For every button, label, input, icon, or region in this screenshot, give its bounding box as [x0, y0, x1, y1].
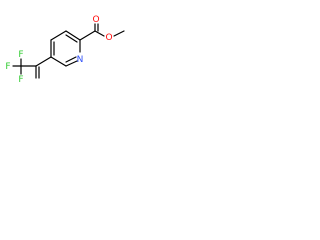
atom-f-left: F — [5, 62, 10, 72]
bond-ring-c3-c2-inner — [65, 34, 78, 43]
bond-ring-n-c6-inner — [65, 56, 77, 63]
bond-carbonyl-oether — [94, 30, 105, 37]
atom-n-ring: N — [77, 55, 84, 65]
bond-vinyl-ring — [35, 56, 52, 67]
bond-ring-c3-c2 — [65, 30, 81, 41]
bond-ring-c6-c5 — [50, 56, 67, 67]
atom-f-top: F — [18, 50, 23, 60]
atom-labels: F F F N O O — [5, 15, 112, 85]
atom-o-ether: O — [105, 33, 112, 43]
bonds — [12, 23, 125, 79]
molecule-canvas: F F F N O O — [0, 0, 152, 152]
bond-ring-c4-c3 — [50, 30, 67, 41]
bond-oether-methyl — [113, 30, 125, 37]
atom-f-bottom: F — [18, 75, 23, 85]
bond-ring-n-c6 — [65, 60, 78, 67]
bond-c2-carbonyl — [79, 30, 96, 41]
structure-diagram: F F F N O O — [5, 15, 125, 85]
atom-o-carbonyl: O — [92, 15, 99, 25]
